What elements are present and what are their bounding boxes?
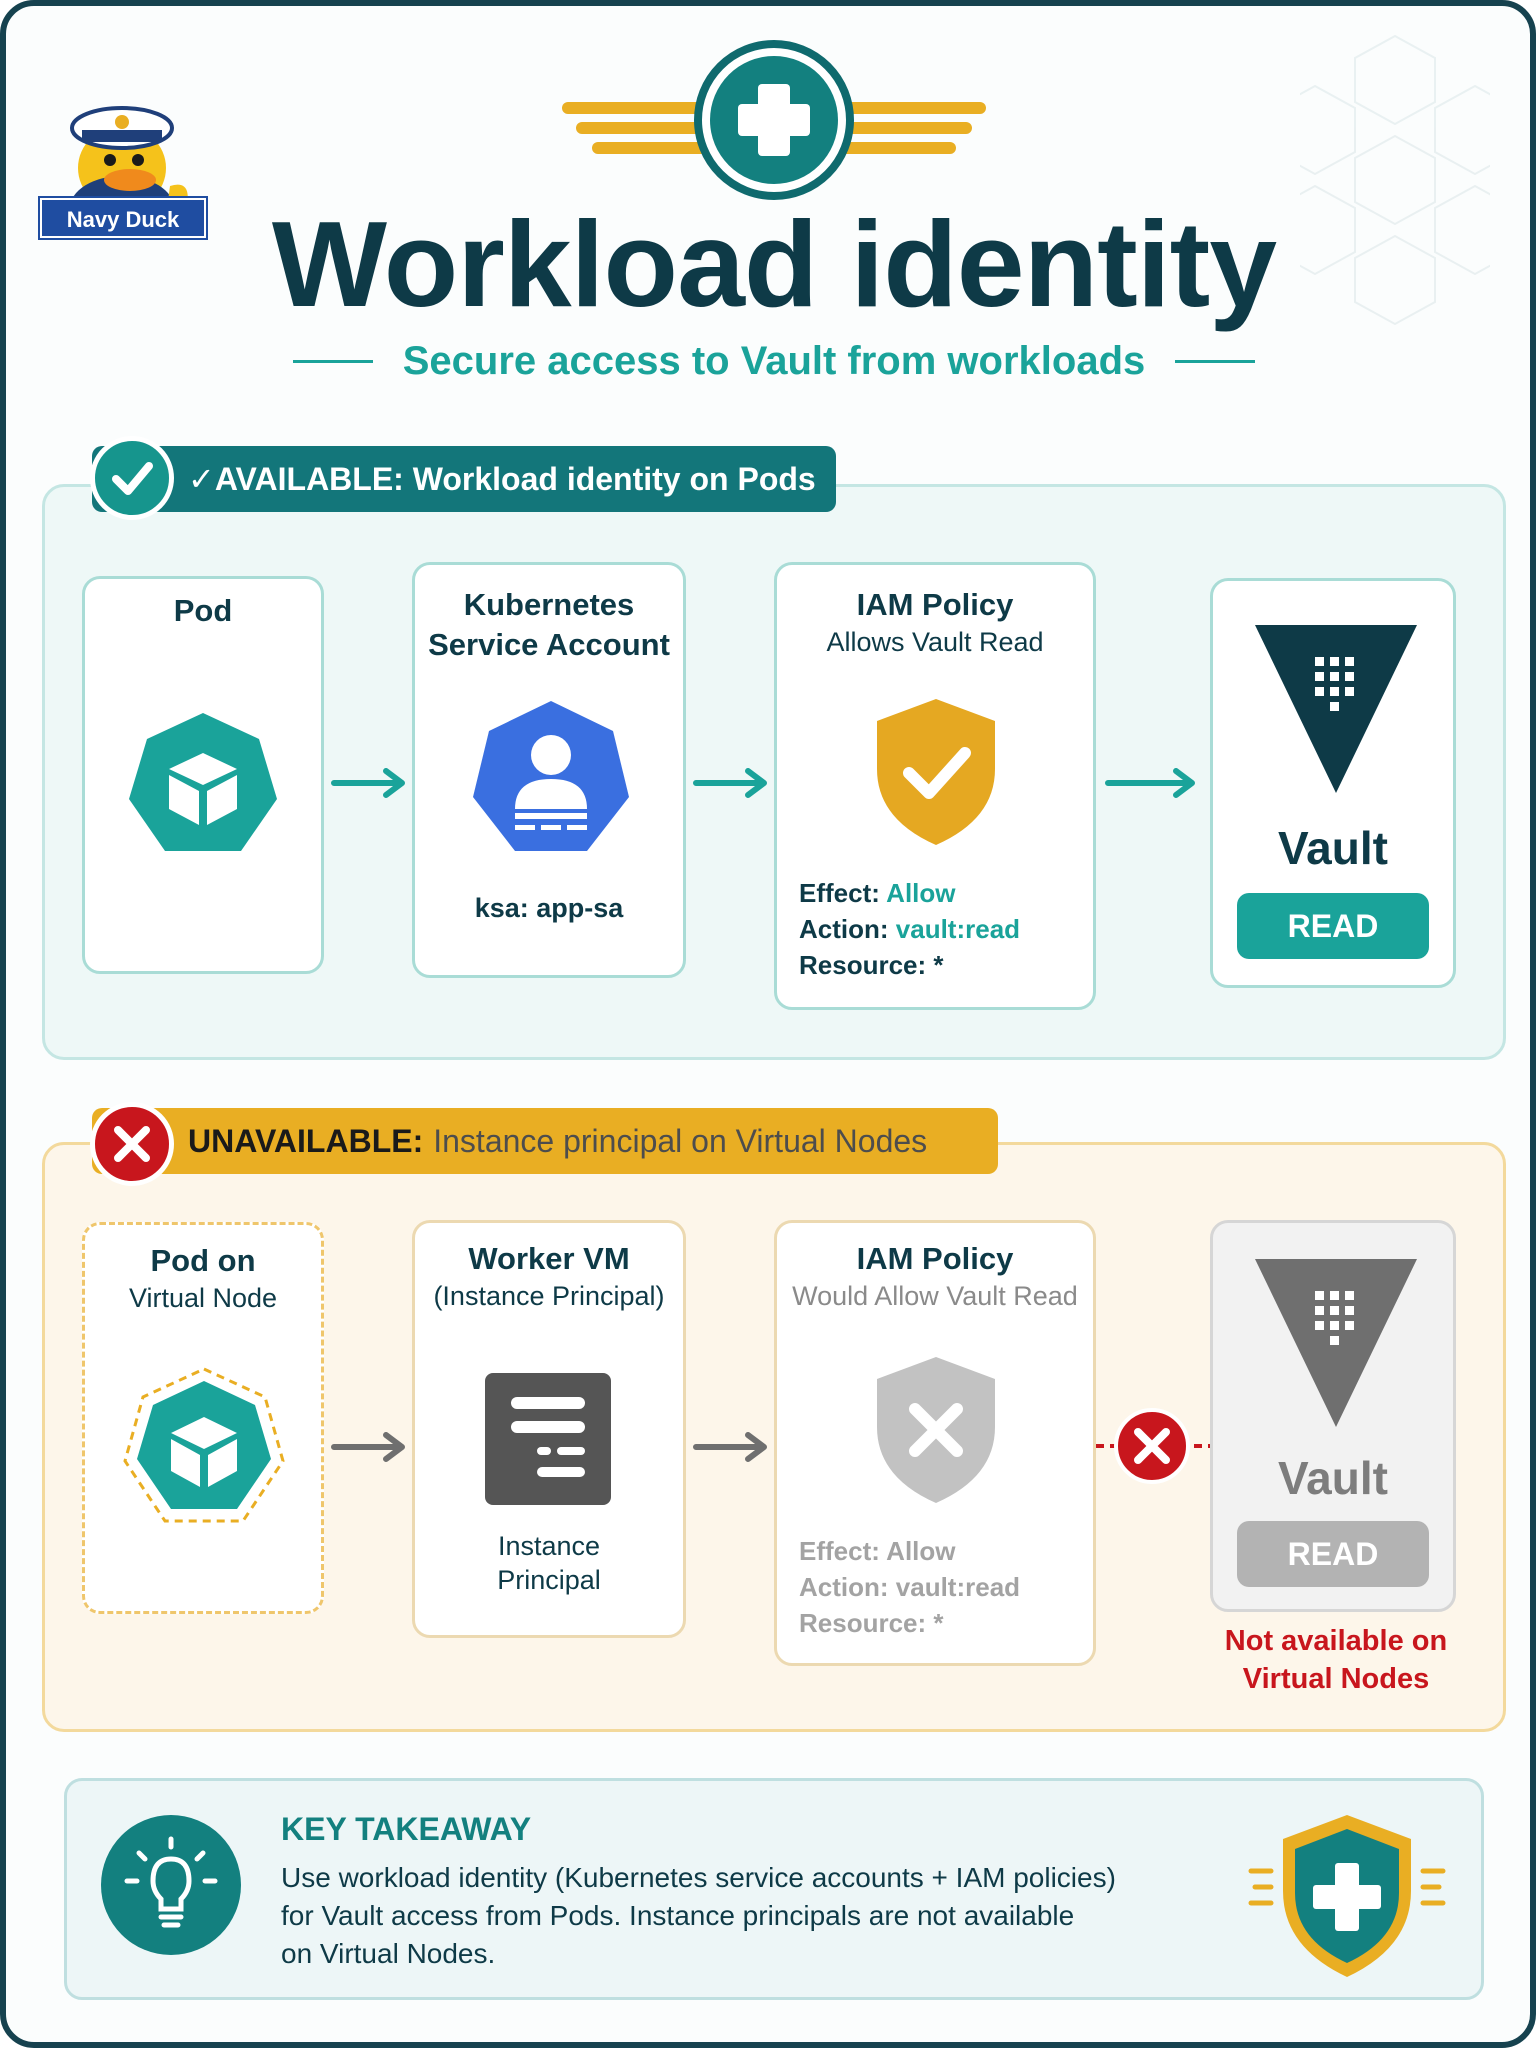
iam-policy-subtitle: Would Allow Vault Read <box>792 1281 1078 1311</box>
key-takeaway-line3: on Virtual Nodes. <box>281 1938 496 1969</box>
vault-label: Vault <box>1278 822 1388 874</box>
shield-x-icon <box>877 1357 995 1503</box>
check-badge-icon <box>90 436 174 520</box>
page-subtitle: Secure access to Vault from workloads <box>402 338 1146 383</box>
service-account-title-line1: Kubernetes <box>463 587 635 622</box>
vault-card: Vault READ <box>1210 578 1456 988</box>
service-account-user-icon <box>473 701 629 851</box>
unavailable-banner: UNAVAILABLE: Instance principal on Virtu… <box>92 1108 998 1174</box>
available-banner: ✓AVAILABLE: Workload identity on Pods <box>92 446 836 512</box>
hexagon-pattern-icon <box>1300 34 1490 326</box>
arrow-right-icon <box>1105 768 1195 798</box>
instance-server-icon <box>485 1373 611 1505</box>
service-account-card: Kubernetes Service Account ksa: app-sa <box>412 562 686 978</box>
worker-vm-title-line1: Worker VM <box>468 1241 630 1276</box>
iam-policy-subtitle: Allows Vault Read <box>826 627 1044 657</box>
subtitle-divider-left <box>292 359 373 363</box>
service-account-name: ksa: app-sa <box>474 893 624 923</box>
arrow-right-icon <box>331 1432 405 1462</box>
resource-value: * <box>933 1608 944 1638</box>
vault-read-button[interactable]: READ <box>1237 893 1429 959</box>
subtitle-row: Secure access to Vault from workloads <box>274 336 1274 386</box>
arrow-right-icon <box>331 768 405 798</box>
effect-value: Allow <box>886 1536 956 1566</box>
action-value: vault:read <box>895 914 1021 944</box>
iam-policy-rules: Effect: Allow Action: vault:read Resourc… <box>799 875 1020 983</box>
lightbulb-icon <box>101 1815 241 1955</box>
action-value: vault:read <box>895 1572 1021 1602</box>
pod-card: Pod <box>82 576 324 974</box>
unavailable-banner-text: Instance principal on Virtual Nodes <box>433 1122 928 1159</box>
worker-vm-card: Worker VM (Instance Principal) Instance … <box>412 1220 686 1638</box>
subtitle-divider-right <box>1175 359 1256 363</box>
effect-label: Effect: <box>799 878 880 908</box>
resource-label: Resource: <box>799 1608 927 1638</box>
virtual-node-pod-card: Pod on Virtual Node <box>82 1222 324 1614</box>
resource-value: * <box>933 950 944 980</box>
action-label: Action: <box>799 914 889 944</box>
vault-read-button-disabled[interactable]: READ <box>1237 1521 1429 1587</box>
resource-label: Resource: <box>799 950 927 980</box>
pod-cube-icon <box>123 1367 285 1523</box>
vault-card-disabled: Vault READ <box>1210 1220 1456 1612</box>
not-available-note: Not available on Virtual Nodes <box>1196 1622 1476 1698</box>
key-takeaway-line1: Use workload identity (Kubernetes servic… <box>281 1862 1116 1893</box>
page-title: Workload identity <box>271 196 1277 332</box>
effect-label: Effect: <box>799 1536 880 1566</box>
service-account-title-line2: Service Account <box>428 627 670 662</box>
shield-check-icon <box>877 699 995 845</box>
worker-vm-title-line2: (Instance Principal) <box>433 1281 665 1311</box>
action-label: Action: <box>799 1572 889 1602</box>
not-available-note-line2: Virtual Nodes <box>1242 1663 1430 1695</box>
key-takeaway-text: Use workload identity (Kubernetes servic… <box>281 1859 1211 1973</box>
key-takeaway-title: KEY TAKEAWAY <box>281 1811 532 1847</box>
pod-cube-icon <box>129 713 277 851</box>
iam-policy-title: IAM Policy <box>856 587 1014 622</box>
arrow-right-icon <box>693 768 767 798</box>
pod-card-title: Pod <box>173 593 233 628</box>
unavailable-banner-status: UNAVAILABLE: <box>188 1122 424 1159</box>
vault-logo-icon <box>1255 625 1417 793</box>
iam-policy-rules-disabled: Effect: Allow Action: vault:read Resourc… <box>799 1533 1020 1641</box>
effect-value: Allow <box>886 878 956 908</box>
vault-label: Vault <box>1278 1452 1388 1504</box>
virtual-node-pod-title-line1: Pod on <box>150 1243 256 1278</box>
arrow-right-icon <box>693 1432 767 1462</box>
medical-wings-emblem-icon <box>562 40 986 200</box>
shield-plus-icon <box>1248 1815 1446 1977</box>
instance-principal-label-line2: Principal <box>497 1565 601 1595</box>
blocked-connection-icon <box>1096 1408 1212 1484</box>
iam-policy-card: IAM Policy Allows Vault Read Effect: All… <box>774 562 1096 1010</box>
logo-label: Navy Duck <box>40 198 206 238</box>
key-takeaway-box: KEY TAKEAWAY Use workload identity (Kube… <box>64 1778 1484 2000</box>
iam-policy-card-disabled: IAM Policy Would Allow Vault Read Effect… <box>774 1220 1096 1666</box>
key-takeaway-line2: for Vault access from Pods. Instance pri… <box>281 1900 1075 1931</box>
not-available-note-line1: Not available on <box>1224 1625 1448 1657</box>
x-badge-icon <box>90 1102 174 1186</box>
virtual-node-pod-title-line2: Virtual Node <box>128 1283 278 1313</box>
iam-policy-title: IAM Policy <box>856 1241 1014 1276</box>
vault-logo-icon <box>1255 1259 1417 1427</box>
instance-principal-label-line1: Instance <box>497 1531 601 1561</box>
